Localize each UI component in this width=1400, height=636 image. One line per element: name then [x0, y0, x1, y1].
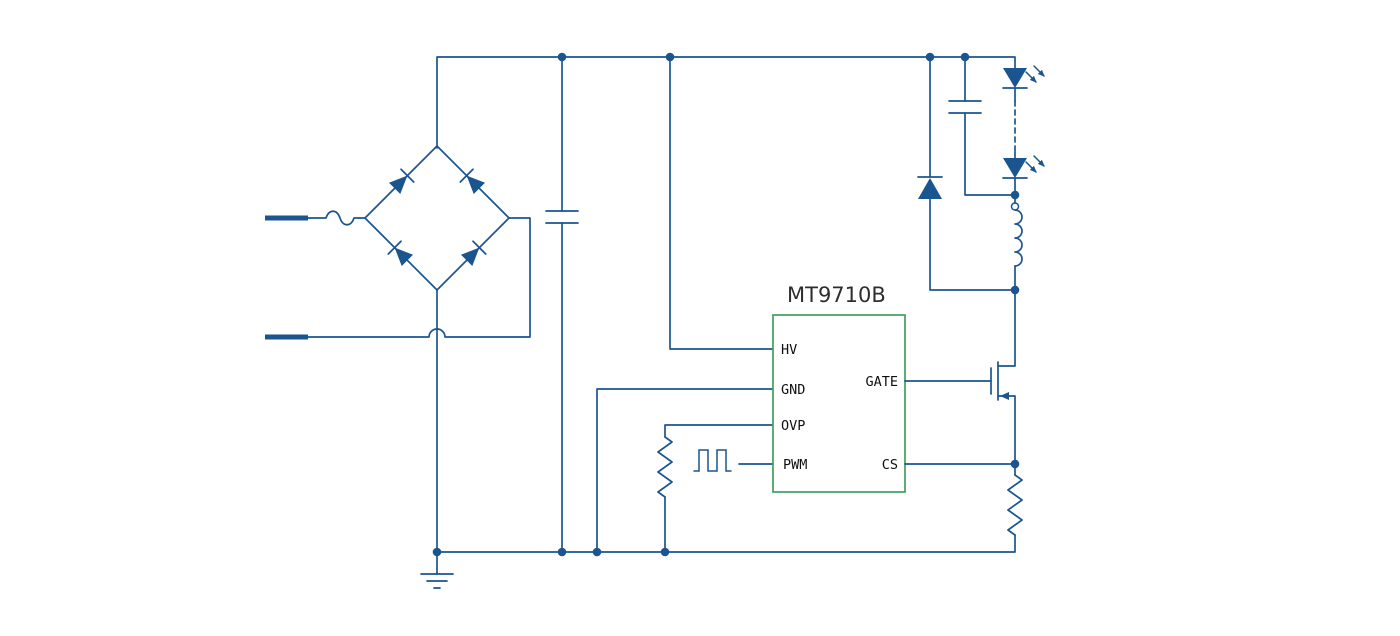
input-capacitor [545, 56, 579, 553]
ovp-resistor [657, 436, 673, 498]
cs-resistor-zigzag [1007, 474, 1023, 536]
ac-input-live [265, 210, 366, 226]
current-sense-resistor [1007, 463, 1023, 536]
output-capacitor [948, 56, 1016, 196]
bridge-diamond [364, 145, 510, 291]
ic-title: MT9710B [787, 283, 886, 307]
inductor-coil [1014, 209, 1023, 267]
ovp-wire [664, 424, 774, 438]
led-emission-arrows-icon [1025, 65, 1045, 173]
freewheel-diode [917, 56, 1016, 291]
earth-ground-icon [420, 551, 454, 589]
led-string [1002, 65, 1045, 196]
ac-input-neutral [265, 217, 531, 340]
ground-bus-wire [436, 534, 1016, 553]
junction-dot [432, 547, 442, 557]
junction-dot [960, 52, 970, 62]
diode-triangle [918, 178, 942, 199]
bridge-diode-icon [388, 168, 415, 195]
junction-dot [1010, 459, 1020, 469]
pin-label-cs: CS [882, 457, 898, 473]
inductor-start-loop [1010, 202, 1020, 211]
junction-dot [592, 547, 602, 557]
inductor [1010, 194, 1023, 291]
bridge-diode-icon [387, 240, 414, 267]
pin-label-pwm: PWM [783, 457, 807, 473]
mosfet-arrow-icon [1000, 392, 1009, 400]
ovp-network [657, 424, 774, 553]
hv-wire [669, 56, 774, 350]
junction-dot [1010, 285, 1020, 295]
mosfet-drain-wire [997, 289, 1016, 367]
pwm-square-wave-icon [693, 449, 732, 472]
pin-label-gnd: GND [781, 382, 805, 398]
mosfet-source-wire [997, 395, 1016, 465]
pwm-input [693, 449, 774, 472]
junction-dots [432, 52, 1020, 557]
ic-mt9710b: MT9710B HV GND OVP PWM GATE CS [772, 283, 906, 493]
junction-dot [557, 52, 567, 62]
junction-dot [557, 547, 567, 557]
pin-label-gate: GATE [865, 374, 898, 390]
led-1-icon [1003, 68, 1027, 88]
fuse-symbol [307, 210, 366, 226]
junction-dot [1010, 190, 1020, 200]
n-mosfet [990, 289, 1016, 465]
pin-label-ovp: OVP [781, 418, 805, 434]
junction-dot [925, 52, 935, 62]
gnd-wire [596, 388, 774, 553]
pin-label-hv: HV [781, 342, 797, 358]
junction-dot [660, 547, 670, 557]
bridge-diode-icon [460, 240, 487, 267]
top-rail-wire [436, 56, 1016, 149]
bridge-diode-icon [459, 168, 486, 195]
ic-body [772, 314, 906, 493]
bridge-rectifier [364, 145, 510, 291]
ac-neutral-wire [307, 217, 531, 338]
junction-dot [665, 52, 675, 62]
led-2-icon [1003, 158, 1027, 178]
